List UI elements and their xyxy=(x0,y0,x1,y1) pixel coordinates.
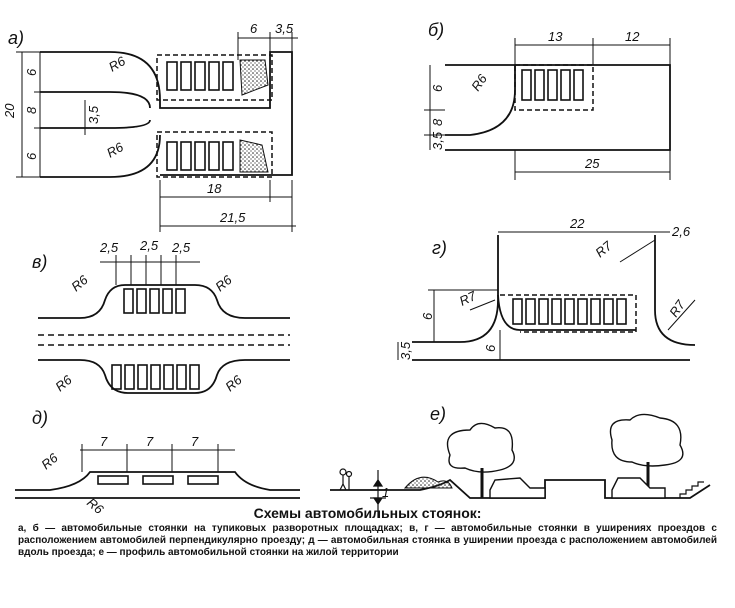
steps xyxy=(679,481,704,498)
dim-a-left-8: 8 xyxy=(24,106,39,114)
dim-e-1: 1 xyxy=(382,485,389,500)
dim-a-20: 20 xyxy=(2,103,17,119)
tree-icon xyxy=(446,422,515,498)
panel-g-label: г) xyxy=(432,238,447,258)
dim-d-7-c: 7 xyxy=(191,434,199,449)
shrub-icon xyxy=(403,476,453,489)
parking-stalls-g xyxy=(512,298,627,325)
dim-a-radius-bot: R6 xyxy=(104,139,127,161)
panel-a-label: а) xyxy=(8,28,24,48)
green-island-bottom xyxy=(239,139,269,173)
dim-g-r7-b: R7 xyxy=(457,288,479,309)
person-icon xyxy=(339,468,353,491)
panel-b: б) 13 12 6 8 3,5 R6 25 xyxy=(424,20,671,180)
dim-b-3-5: 3,5 xyxy=(430,131,445,150)
dim-g-r7-a: R7 xyxy=(592,238,615,261)
panel-d: д) 7 7 7 R6 R6 xyxy=(15,408,300,517)
dim-g-22: 22 xyxy=(569,216,585,231)
dim-b-6: 6 xyxy=(430,84,445,92)
car-icon xyxy=(611,477,666,499)
dim-g-3-5: 3,5 xyxy=(398,341,413,360)
dim-g-r7-c: R7 xyxy=(666,297,688,320)
dim-b-8: 8 xyxy=(430,118,445,126)
dim-a-left-6-top: 6 xyxy=(24,68,39,76)
dim-v-r-tl: R6 xyxy=(68,272,91,295)
green-island-top xyxy=(239,59,269,96)
dim-g-6: 6 xyxy=(420,312,435,320)
dim-v-2-5-b: 2,5 xyxy=(139,238,159,253)
panel-v-label: в) xyxy=(32,252,47,272)
dim-a-21-5: 21,5 xyxy=(219,210,246,225)
dim-g-6-b: 6 xyxy=(483,344,498,352)
panel-e-label: е) xyxy=(430,404,446,424)
panel-b-label: б) xyxy=(428,20,444,40)
parking-stalls-top xyxy=(166,61,234,91)
panel-g: г) 22 2,6 R7 R7 R7 xyxy=(397,216,696,361)
level-marker xyxy=(370,470,386,518)
figure-caption: Схемы автомобильных стоянок: а, б — авто… xyxy=(10,505,725,559)
dim-b-radius: R6 xyxy=(468,71,490,94)
caption-title: Схемы автомобильных стоянок: xyxy=(253,505,482,521)
dim-v-2-5-a: 2,5 xyxy=(99,240,119,255)
dim-d-7-a: 7 xyxy=(100,434,108,449)
dim-a-top-3-5: 3,5 xyxy=(275,21,294,36)
parking-bay-area-top xyxy=(156,54,273,101)
dim-g-2-6: 2,6 xyxy=(671,224,691,239)
parking-stalls-d xyxy=(97,475,219,485)
dim-a-18: 18 xyxy=(207,181,222,196)
dim-d-r-top: R6 xyxy=(38,450,61,473)
parking-stalls-b xyxy=(521,69,584,101)
panel-a-outline xyxy=(40,51,293,176)
parking-bay-area-g xyxy=(500,294,637,333)
dim-v-r-bl: R6 xyxy=(52,372,75,395)
dim-b-25: 25 xyxy=(584,156,600,171)
parking-stalls-v-bottom xyxy=(111,364,200,390)
tree-icon xyxy=(609,413,684,498)
dim-v-2-5-c: 2,5 xyxy=(171,240,191,255)
dim-d-7-b: 7 xyxy=(146,434,154,449)
parking-bay-area-bottom xyxy=(156,131,273,178)
parking-stalls-bottom xyxy=(166,141,234,171)
dim-a-radius-top: R6 xyxy=(106,53,129,75)
dim-v-r-br: R6 xyxy=(222,372,245,395)
dim-b-13: 13 xyxy=(548,29,563,44)
dim-a-left-6-bot: 6 xyxy=(24,152,39,160)
dim-b-12: 12 xyxy=(625,29,640,44)
parking-stalls-v-top xyxy=(123,288,186,314)
caption-text: а, б — автомобильные стоянки на тупиковы… xyxy=(18,523,717,558)
dim-a-left-3-5: 3,5 xyxy=(86,105,101,124)
dim-v-r-tr: R6 xyxy=(212,272,235,295)
parking-bay-area-b xyxy=(514,64,594,111)
panel-v: в) 2,5 2,5 2,5 R6 R6 R6 xyxy=(32,238,290,394)
panel-d-label: д) xyxy=(32,408,48,428)
panel-e: е) 1 xyxy=(330,404,711,518)
car-icon xyxy=(489,477,546,499)
dim-a-top-6: 6 xyxy=(250,21,258,36)
panel-a: а) xyxy=(2,21,298,232)
